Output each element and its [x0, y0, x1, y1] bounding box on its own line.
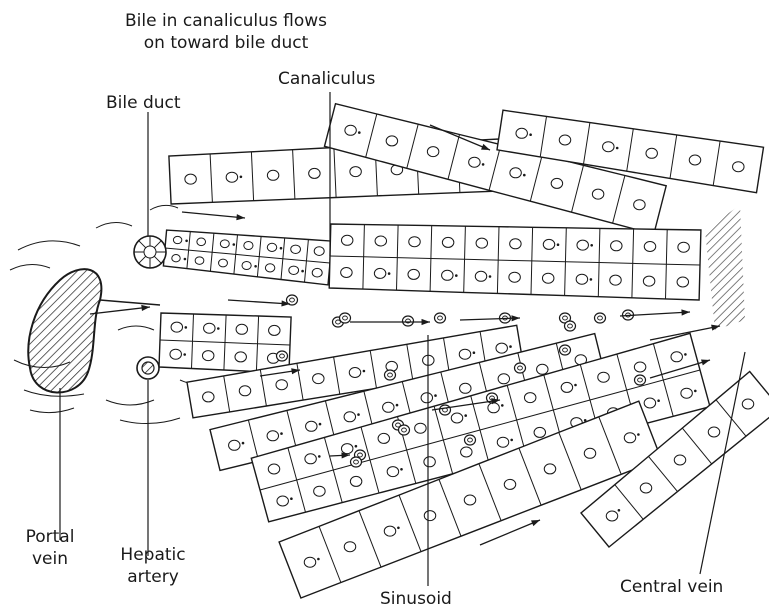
central-vein	[705, 205, 745, 330]
blood-cell	[440, 405, 451, 415]
portal-vein-label-line2: vein	[10, 548, 90, 570]
bile-duct-label: Bile duct	[106, 92, 181, 114]
blood-cell	[351, 457, 362, 467]
hepatic-artery-label: Hepatic artery	[108, 544, 198, 588]
blood-cell	[340, 313, 351, 323]
hepatocyte-cords	[134, 104, 769, 598]
bile-flow-label-line2: on toward bile duct	[116, 32, 336, 54]
tissue-stroke	[18, 241, 80, 250]
hepatic-artery-label-line1: Hepatic	[108, 544, 198, 566]
blood-cell	[560, 345, 571, 355]
bile-flow-label: Bile in canaliculus flows on toward bile…	[116, 10, 336, 54]
flow-arrow	[182, 212, 245, 220]
blood-cell	[465, 435, 476, 445]
flow-arrow	[228, 300, 290, 307]
tissue-stroke	[10, 264, 50, 270]
bile-duct	[134, 236, 166, 268]
canaliculus-label: Canaliculus	[278, 68, 375, 90]
blood-cell	[635, 375, 646, 385]
blood-cell	[385, 370, 396, 380]
hepatic-artery	[137, 357, 159, 379]
tissue-stroke	[150, 205, 178, 210]
blood-cell	[435, 313, 446, 323]
blood-cell	[565, 321, 576, 331]
bile-flow-label-line1: Bile in canaliculus flows	[116, 10, 336, 32]
hepatocyte-cord	[329, 224, 701, 300]
central-vein-label: Central vein	[620, 576, 723, 598]
tissue-stroke	[120, 418, 180, 424]
tissue-stroke	[106, 400, 154, 405]
hepatic-artery-label-line2: artery	[108, 566, 198, 588]
blood-cell	[403, 316, 414, 326]
tissue-stroke	[96, 222, 132, 228]
hepatocyte-cord	[163, 230, 332, 285]
portal-vein-label-line1: Portal	[10, 526, 90, 548]
portal-vein-label: Portal vein	[10, 526, 90, 570]
blood-cell	[277, 351, 288, 361]
flow-arrow	[350, 319, 430, 325]
blood-cell	[595, 313, 606, 323]
tissue-stroke	[30, 408, 74, 413]
sinusoid-label: Sinusoid	[380, 588, 452, 610]
hepatocyte-cord	[159, 313, 291, 373]
blood-cell	[515, 363, 526, 373]
flow-arrow	[460, 315, 520, 321]
tissue-stroke	[118, 326, 154, 330]
blood-cell	[399, 425, 410, 435]
